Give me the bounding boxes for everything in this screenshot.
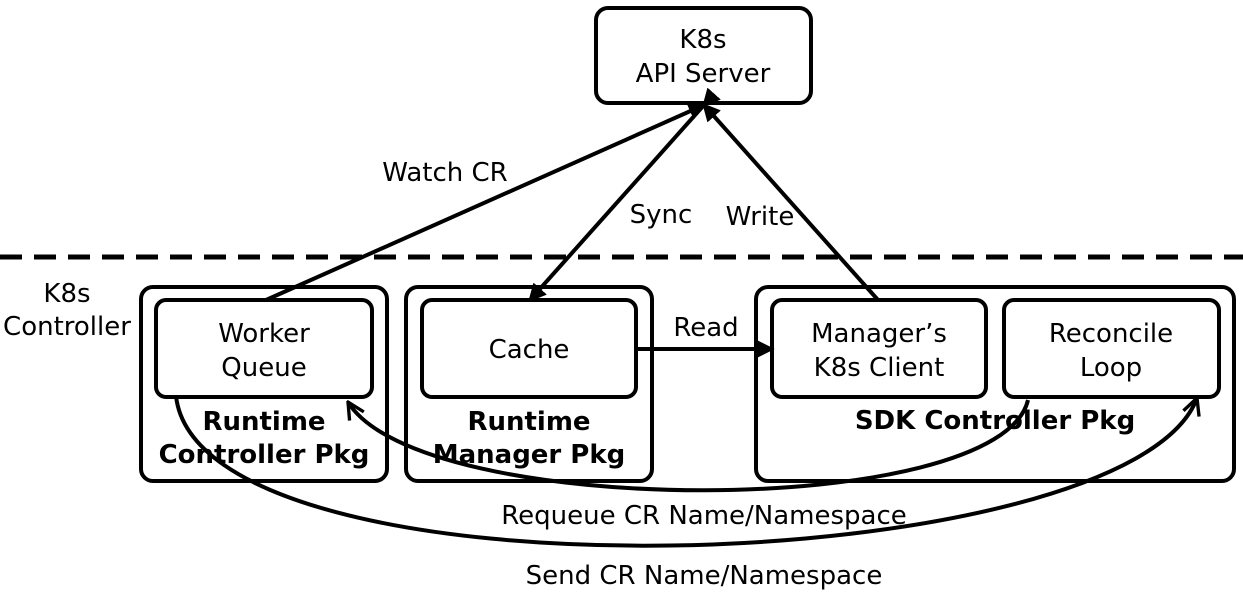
sync-label: Sync: [630, 200, 693, 230]
write-label: Write: [726, 202, 795, 232]
send-arrow: [174, 396, 1197, 548]
sync-arrow: [528, 87, 721, 303]
runtime-manager-pkg-title-line2: Manager Pkg: [433, 440, 626, 470]
reconcile-loop-label-line2: Loop: [1080, 353, 1142, 383]
managers-client-label-line1: Manager’s: [811, 319, 947, 349]
write-arrow: [702, 102, 880, 302]
worker-queue-label-line1: Worker: [218, 319, 310, 349]
managers-client-label-line2: K8s Client: [814, 353, 945, 383]
api-server-label-line1: K8s: [679, 25, 726, 55]
requeue-label: Requeue CR Name/Namespace: [501, 501, 907, 531]
watch-cr-label: Watch CR: [382, 158, 507, 188]
api-server-label-line2: API Server: [636, 59, 771, 89]
controller-label-line2: Controller: [3, 312, 131, 342]
cache-label: Cache: [489, 335, 570, 365]
worker-queue-label-line2: Queue: [221, 353, 306, 383]
runtime-controller-pkg-title-line2: Controller Pkg: [159, 440, 370, 470]
runtime-controller-pkg-title-line1: Runtime: [202, 407, 325, 437]
read-label: Read: [673, 313, 738, 343]
sdk-controller-pkg-title: SDK Controller Pkg: [855, 406, 1135, 436]
worker-queue-box: [154, 298, 374, 399]
requeue-arrow: [348, 400, 1030, 493]
reconcile-loop-label-line1: Reconcile: [1049, 319, 1173, 349]
send-label: Send CR Name/Namespace: [526, 561, 883, 591]
runtime-manager-pkg-title-line1: Runtime: [467, 407, 590, 437]
reconcile-loop-box: [1002, 298, 1221, 399]
controller-label-line1: K8s: [43, 279, 90, 309]
